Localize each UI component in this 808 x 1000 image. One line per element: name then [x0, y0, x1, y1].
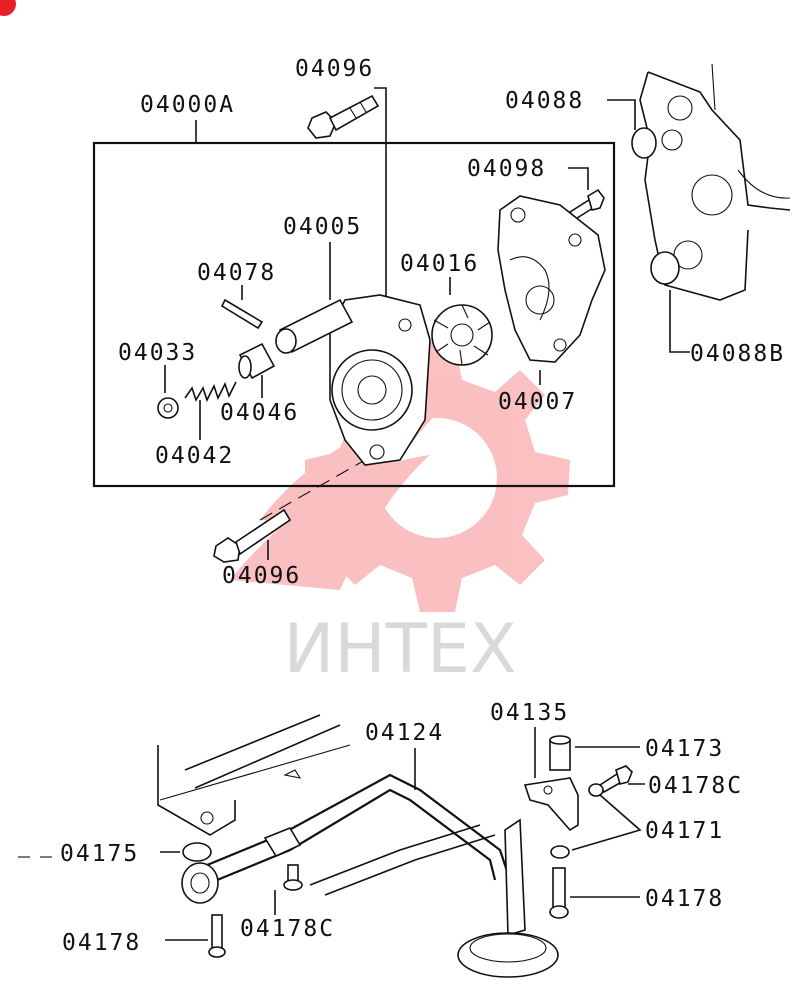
label-04124: 04124	[365, 720, 444, 746]
label-04033: 04033	[118, 340, 197, 366]
spacer-04173	[549, 735, 571, 771]
label-04175: 04175	[60, 841, 139, 867]
sleeve-04046	[238, 342, 276, 380]
label-04016: 04016	[400, 251, 479, 277]
bolt-04178-right	[549, 867, 569, 919]
relief-housing	[275, 298, 354, 354]
corner-badge	[0, 0, 16, 16]
pin-04078	[220, 298, 264, 330]
bolt-04096-bottom	[213, 508, 292, 563]
pipe-flange	[181, 862, 219, 904]
engine-block	[639, 63, 791, 301]
label-04088B: 04088B	[690, 341, 785, 367]
washer-04171-top	[588, 783, 604, 797]
leader-04171	[571, 794, 642, 851]
label-04046: 04046	[220, 400, 299, 426]
bolt-04098	[568, 188, 605, 222]
axis-line	[259, 459, 366, 521]
watermark-text: ИНТЕХ	[283, 610, 516, 689]
gasket-04088	[631, 127, 657, 159]
label-04173: 04173	[645, 736, 724, 762]
label-04007: 04007	[498, 389, 577, 415]
label-04000A: 04000A	[140, 92, 235, 118]
label-04078: 04078	[197, 260, 276, 286]
label-04178C-right: 04178C	[648, 773, 743, 799]
bolt-04178C-left	[283, 864, 303, 891]
o-ring-04175	[182, 842, 212, 862]
gasket-04088B	[650, 251, 680, 285]
oil-strainer	[457, 818, 559, 978]
spring-04042	[184, 381, 237, 403]
label-04042: 04042	[155, 443, 234, 469]
label-04178C-left: 04178C	[240, 916, 335, 942]
leader-04088	[607, 99, 636, 130]
leader-04096-top	[374, 87, 387, 330]
label-04178-left: 04178	[62, 930, 141, 956]
washer-04171-bottom	[550, 845, 570, 859]
bolt-04178-left	[208, 914, 226, 958]
label-04005: 04005	[283, 214, 362, 240]
pump-body-04005	[329, 294, 431, 466]
leader-04088B	[669, 290, 690, 353]
leader-04098	[568, 167, 589, 190]
bracket-04135	[523, 777, 579, 832]
label-04096-bottom: 04096	[222, 563, 301, 589]
strainer-pipe-04124	[194, 773, 512, 896]
bolt-04178C-right	[598, 765, 633, 794]
oil-pan-frame	[157, 714, 351, 836]
pump-cover-04007	[497, 195, 606, 363]
rotor-04016	[431, 304, 493, 366]
label-04088: 04088	[505, 88, 584, 114]
label-04178-right: 04178	[645, 886, 724, 912]
label-04096-top: 04096	[295, 56, 374, 82]
label-04135: 04135	[490, 700, 569, 726]
assembly-box-04000A	[92, 141, 616, 488]
label-04098: 04098	[467, 156, 546, 182]
label-04171: 04171	[645, 818, 724, 844]
bolt-04096-top	[307, 94, 380, 139]
plug-04033	[157, 397, 179, 419]
